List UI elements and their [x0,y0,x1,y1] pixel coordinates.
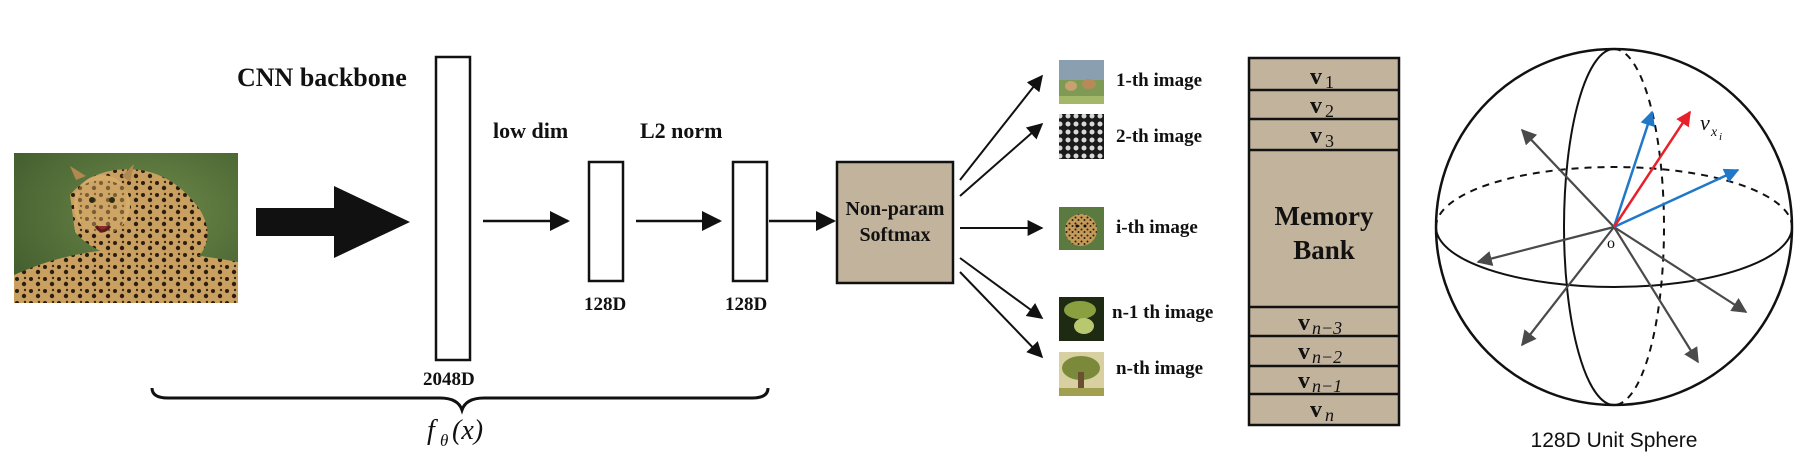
vector-gray-lower-right [1613,226,1699,364]
bank-row-vn-2: v n−2 [1298,339,1342,367]
bank-row-vn1-sub: n−1 [1312,376,1342,396]
input-image-leopard [14,153,238,303]
unit-sphere: o v x i 128D Unit Sphere [1434,47,1794,452]
instance-label-2: 2-th image [1116,126,1202,147]
bank-row-v1-sub: 1 [1325,72,1334,92]
thumb-n-tree [1059,352,1104,396]
vector-gray-lower-left [1521,226,1615,347]
equator-front [1435,226,1793,288]
softmax-output-arrows [959,74,1044,359]
bank-row-vn-3: v n−3 [1298,310,1342,338]
memory-bank-title-1: Memory [1275,201,1374,231]
instance-label-1: 1-th image [1116,70,1202,91]
bank-row-v3: v 3 [1310,123,1334,151]
memory-bank-title-2: Bank [1293,235,1355,265]
memory-bank: v 1 v 2 v 3 Memory Bank v n−3 v n−2 v n−… [1247,56,1401,427]
backbone-brace [150,387,770,415]
big-input-arrow [256,186,410,258]
low-dim-label: low dim [493,118,568,143]
vector-blue-right [1613,168,1740,229]
bank-row-v3-base: v [1310,123,1322,149]
vxi-label-base: v [1700,110,1710,135]
thumb-2-bw-pattern [1059,114,1104,159]
lowdim-128-layer [587,160,625,283]
vxi-label: v x i [1700,110,1722,143]
label-2048d: 2048D [423,369,475,390]
l2-norm-label: L2 norm [640,118,723,143]
meridian-back [1613,48,1665,406]
bank-row-vn: v n [1310,397,1334,425]
equator-back [1435,166,1793,228]
l2norm-128-layer [731,160,769,283]
bank-row-vn1-base: v [1298,368,1310,394]
label-128d-b: 128D [725,294,767,315]
vxi-label-sub: x [1710,125,1718,140]
bank-row-vn2-sub: n−2 [1312,347,1342,367]
arrow-to-image-n1 [959,257,1044,319]
bank-row-v3-sub: 3 [1325,131,1334,151]
vector-gray-left [1476,225,1615,267]
thumb-1-landscape-dogs [1059,60,1104,104]
bank-row-v2: v 2 [1310,93,1334,121]
vxi-label-subsub: i [1719,131,1722,143]
bank-row-v2-base: v [1310,93,1322,119]
vector-blue-up [1612,110,1655,228]
softmax-line1: Non-param [846,198,945,220]
bank-row-vn-base: v [1310,397,1322,423]
f-theta-f: f [427,415,438,446]
bank-row-vn-1: v n−1 [1298,368,1342,396]
bank-row-vn3-sub: n−3 [1312,318,1342,338]
arrow-to-image-2 [959,122,1044,197]
meridian-front [1563,48,1615,406]
nonparam-softmax-box [835,160,955,285]
bank-row-v2-sub: 2 [1325,101,1334,121]
vector-red-vxi [1612,110,1692,228]
bank-row-v1: v 1 [1310,64,1334,92]
sphere-caption: 128D Unit Sphere [1531,429,1698,452]
instance-label-n1: n-1 th image [1112,302,1213,323]
bank-row-v1-base: v [1310,64,1322,90]
bank-row-vn3-base: v [1298,310,1310,336]
vector-gray-upper-left [1520,128,1615,228]
backbone-2048-layer [434,55,472,362]
f-theta-label: f θ (x) [427,415,483,450]
bank-row-vn-sub: n [1325,405,1334,425]
vector-gray-right [1613,226,1748,313]
f-theta-arg: (x) [452,415,483,446]
f-theta-sub: θ [440,431,448,450]
instance-label-i: i-th image [1116,217,1198,238]
label-128d-a: 128D [584,294,626,315]
instance-label-n: n-th image [1116,358,1203,379]
backbone-title: CNN backbone [237,63,407,92]
thumb-i-leopard [1059,207,1104,250]
arrow-to-image-1 [959,74,1043,181]
softmax-line2: Softmax [859,224,930,246]
origin-label: o [1607,235,1615,252]
thumb-n1-green-animal [1059,297,1104,341]
bank-row-vn2-base: v [1298,339,1310,365]
arrow-to-image-n [959,271,1044,359]
